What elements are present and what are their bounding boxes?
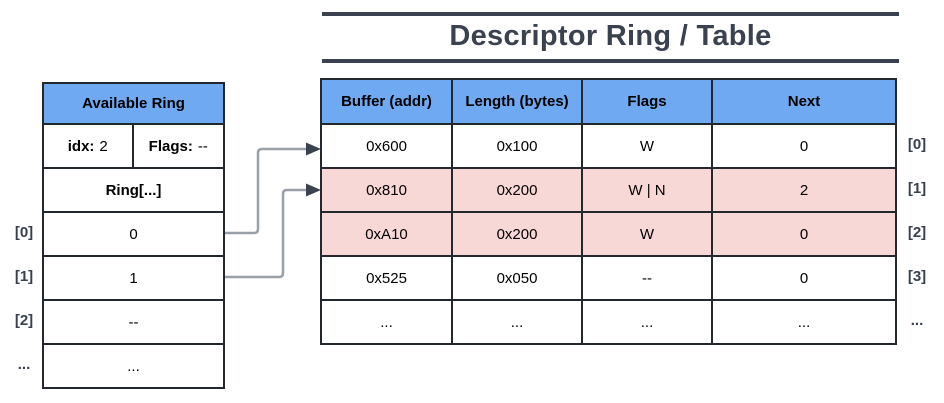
column-header-next: Next xyxy=(787,93,821,110)
arrow-avail1-to-desc1-icon xyxy=(225,183,321,279)
avail-index-label-2: [2] xyxy=(14,312,34,329)
available-ring-table: Available Ring idx: 2 Flags: -- Ring[...… xyxy=(42,82,225,389)
arrow-avail0-to-desc0-icon xyxy=(225,142,321,235)
idx-label: idx: xyxy=(67,137,95,155)
column-header-buffer: Buffer (addr) xyxy=(322,80,453,123)
available-ring-entry-2: -- xyxy=(44,299,223,343)
avail-index-label-0: [0] xyxy=(14,224,34,241)
cell-next: ... xyxy=(797,313,811,331)
available-ring-array-header: Ring[...] xyxy=(44,167,223,211)
column-header-flags: Flags xyxy=(583,80,713,123)
descriptor-row-2: 0xA10 0x200 W 0 xyxy=(322,211,895,255)
descriptor-row-3: 0x525 0x050 -- 0 xyxy=(322,255,895,299)
cell-buffer: 0x525 xyxy=(322,257,453,299)
idx-value: 2 xyxy=(99,137,108,155)
cell-length: 0x200 xyxy=(453,169,583,211)
flags-value: -- xyxy=(197,137,208,155)
cell-flags: W | N xyxy=(583,169,713,211)
available-ring-entry-ellipsis: ... xyxy=(44,343,223,387)
available-ring-idx-flags-row: idx: 2 Flags: -- xyxy=(44,123,223,167)
cell-next: 2 xyxy=(799,181,809,199)
cell-flags: W xyxy=(583,125,713,167)
cell-next: 0 xyxy=(799,225,809,243)
descriptor-table-header-row: Buffer (addr) Length (bytes) Flags Next xyxy=(322,80,895,123)
cell-buffer: ... xyxy=(322,301,453,343)
column-header-length: Length (bytes) xyxy=(453,80,583,123)
desc-index-label-1: [1] xyxy=(907,180,927,197)
flags-label: Flags: xyxy=(148,137,193,155)
cell-buffer: 0xA10 xyxy=(322,213,453,255)
available-ring-entry-1: 1 xyxy=(44,255,223,299)
available-ring-flags-cell: Flags: -- xyxy=(134,125,224,167)
available-ring-header: Available Ring xyxy=(44,84,223,123)
descriptor-row-ellipsis: ... ... ... ... xyxy=(322,299,895,343)
diagram-title-box: Descriptor Ring / Table xyxy=(322,12,899,63)
cell-buffer: 0x600 xyxy=(322,125,453,167)
diagram-title: Descriptor Ring / Table xyxy=(449,20,772,52)
cell-length: 0x200 xyxy=(453,213,583,255)
descriptor-table: Buffer (addr) Length (bytes) Flags Next … xyxy=(320,78,897,345)
desc-index-label-0: [0] xyxy=(907,136,927,153)
available-ring-idx-cell: idx: 2 xyxy=(44,125,134,167)
desc-index-label-3: [3] xyxy=(907,268,927,285)
cell-flags: W xyxy=(583,213,713,255)
available-ring-entry-0: 0 xyxy=(44,211,223,255)
cell-buffer: 0x810 xyxy=(322,169,453,211)
cell-length: 0x100 xyxy=(453,125,583,167)
desc-index-label-ellipsis: ... xyxy=(910,312,924,329)
cell-flags: ... xyxy=(583,301,713,343)
cell-length: 0x050 xyxy=(453,257,583,299)
cell-flags: -- xyxy=(583,257,713,299)
avail-index-label-1: [1] xyxy=(14,268,34,285)
descriptor-row-1: 0x810 0x200 W | N 2 xyxy=(322,167,895,211)
cell-next: 0 xyxy=(799,137,809,155)
cell-length: ... xyxy=(453,301,583,343)
desc-index-label-2: [2] xyxy=(907,224,927,241)
cell-next: 0 xyxy=(799,269,809,287)
avail-index-label-ellipsis: ... xyxy=(17,356,31,373)
descriptor-row-0: 0x600 0x100 W 0 xyxy=(322,123,895,167)
